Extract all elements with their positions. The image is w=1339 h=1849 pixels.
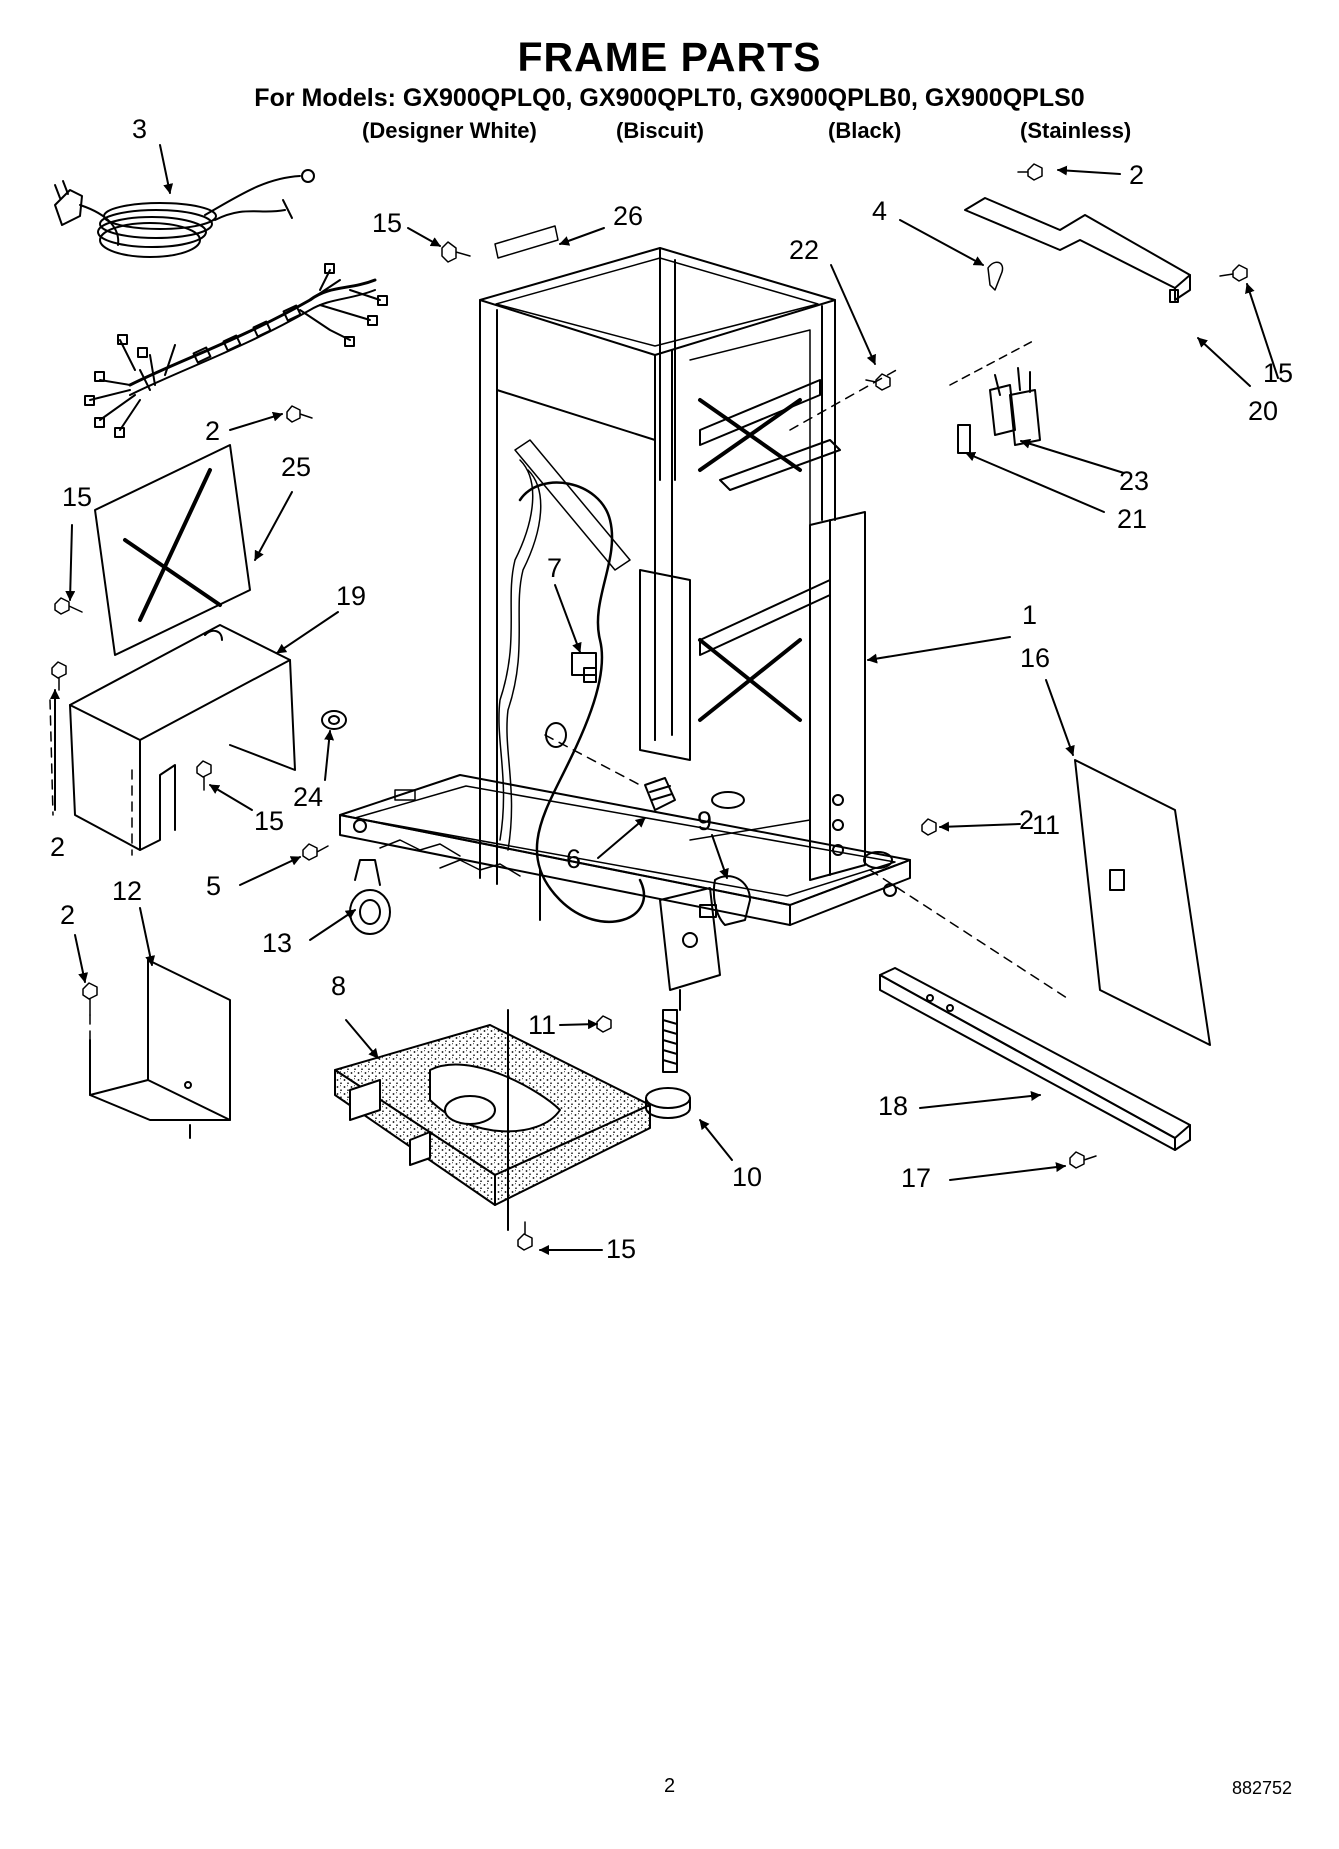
rail-18-drawing xyxy=(880,968,1190,1150)
callout-20: 20 xyxy=(1248,396,1279,426)
callout-15-right: 15 xyxy=(1263,358,1294,388)
callout-11-bottom: 11 xyxy=(528,1010,557,1040)
screws-drawing xyxy=(52,164,1247,1250)
callout-17: 17 xyxy=(901,1163,932,1193)
callout-2-harness: 2 xyxy=(205,416,221,446)
variant-black: (Black) xyxy=(828,118,902,143)
callout-4: 4 xyxy=(872,196,888,226)
callout-12: 12 xyxy=(112,876,143,906)
callout-22: 22 xyxy=(789,235,820,265)
callout-arrows xyxy=(50,145,1278,1255)
callout-2-top-right: 2 xyxy=(1129,160,1145,190)
callout-10: 10 xyxy=(732,1162,763,1192)
callout-19: 19 xyxy=(336,581,367,611)
main-frame-drawing xyxy=(340,248,910,1010)
variant-designer-white: (Designer White) xyxy=(362,118,537,143)
callout-9: 9 xyxy=(697,806,713,836)
power-cord-drawing xyxy=(55,170,314,257)
callout-2-left: 2 xyxy=(50,832,66,862)
bracket-19-drawing xyxy=(70,625,346,850)
document-number: 882752 xyxy=(1232,1778,1293,1798)
callout-21: 21 xyxy=(1117,504,1148,534)
callout-11-right: 11 xyxy=(1032,810,1061,840)
callout-16: 16 xyxy=(1020,643,1051,673)
dashed-guides xyxy=(50,368,1070,1040)
callout-2-lower: 2 xyxy=(60,900,76,930)
page-number: 2 xyxy=(664,1775,676,1797)
cover-plate-25-drawing xyxy=(95,445,250,655)
callout-15-left: 15 xyxy=(62,482,93,512)
callout-7: 7 xyxy=(547,553,563,583)
callout-15-top: 15 xyxy=(372,208,403,238)
cover-12-drawing xyxy=(90,960,230,1138)
callout-26: 26 xyxy=(613,201,644,231)
callout-8: 8 xyxy=(331,971,347,1001)
caster-13-drawing xyxy=(350,860,390,934)
callout-15-bottom: 15 xyxy=(606,1234,637,1264)
callout-1: 1 xyxy=(1022,600,1038,630)
callout-6: 6 xyxy=(566,844,582,874)
callout-25: 25 xyxy=(281,452,312,482)
callout-15-mid: 15 xyxy=(254,806,285,836)
bracket-20-drawing xyxy=(965,198,1190,302)
models-subtitle: For Models: GX900QPLQ0, GX900QPLT0, GX90… xyxy=(254,84,1085,112)
callout-5: 5 xyxy=(206,871,222,901)
switch-23-drawing xyxy=(950,340,1040,453)
callout-18: 18 xyxy=(878,1091,909,1121)
variant-biscuit: (Biscuit) xyxy=(616,118,704,143)
wire-harness-drawing xyxy=(85,264,387,437)
callout-24: 24 xyxy=(293,782,324,812)
callout-23: 23 xyxy=(1119,466,1150,496)
callout-13: 13 xyxy=(262,928,293,958)
leveling-leg-10-drawing xyxy=(646,1010,690,1118)
base-pan-8-drawing xyxy=(335,1010,650,1230)
page-title: FRAME PARTS xyxy=(517,34,822,80)
panel-16-drawing xyxy=(1075,760,1210,1045)
callout-3: 3 xyxy=(132,114,148,144)
variant-stainless: (Stainless) xyxy=(1020,118,1132,143)
callout-2-base: 2 xyxy=(1019,805,1035,835)
